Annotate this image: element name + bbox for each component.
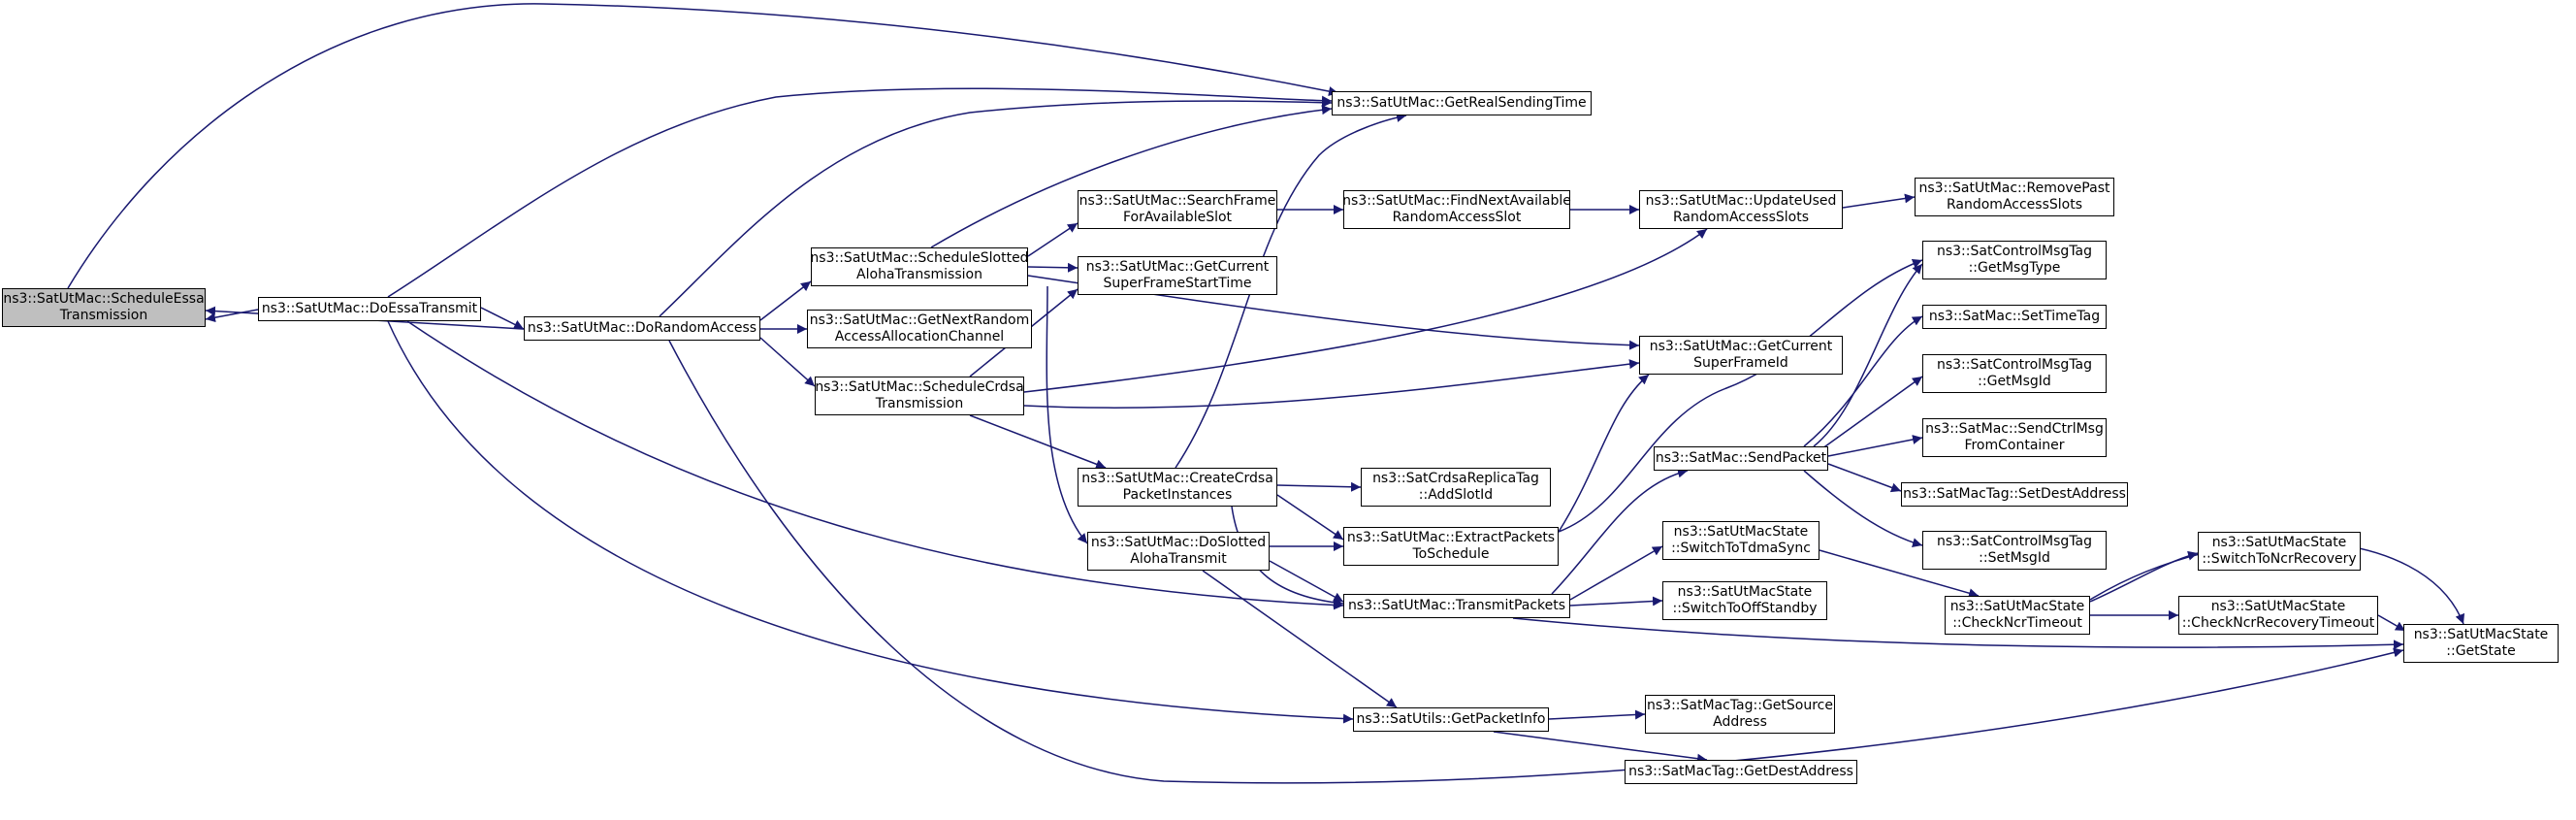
edge-n8-n12 (1027, 262, 1079, 273)
node-transmit-packets[interactable]: ns3::SatUtMac::TransmitPackets (1343, 594, 1570, 618)
node-schedule-crdsa-transmission[interactable]: ns3::SatUtMac::ScheduleCrdsa Transmissio… (815, 377, 1024, 415)
node-get-packet-info[interactable]: ns3::SatUtils::GetPacketInfo (1353, 707, 1549, 732)
edge-n6-n23 (1512, 617, 2404, 650)
node-get-real-sending-time[interactable]: ns3::SatUtMac::GetRealSendingTime (1332, 91, 1592, 115)
edge-n20-n24 (1803, 315, 1923, 447)
edge-n4-n6 (1231, 506, 1344, 607)
edge-n6-n22 (1569, 596, 1663, 607)
edge-n18-n16 (1558, 374, 1650, 533)
edge-n0-n2 (67, 3, 1339, 289)
node-update-used-random-access-slots[interactable]: ns3::SatUtMac::UpdateUsed RandomAccessSl… (1639, 190, 1843, 229)
node-remove-past-random-access-slots[interactable]: ns3::SatUtMac::RemovePast RandomAccessSl… (1915, 178, 2114, 216)
edge-n4-n2 (1175, 113, 1407, 469)
node-extract-packets-to-schedule[interactable]: ns3::SatUtMac::ExtractPackets ToSchedule (1343, 527, 1559, 566)
node-check-ncr-recovery-timeout[interactable]: ns3::SatUtMacState ::CheckNcrRecoveryTim… (2178, 596, 2378, 635)
node-send-packet[interactable]: ns3::SatMac::SendPacket (1654, 446, 1828, 471)
node-do-slotted-aloha-transmit[interactable]: ns3::SatUtMac::DoSlotted AlohaTransmit (1087, 532, 1270, 571)
edge-n8-n11 (1027, 222, 1079, 257)
edge-n1-n2 (387, 87, 1333, 298)
node-set-dest-address[interactable]: ns3::SatMacTag::SetDestAddress (1901, 482, 2128, 507)
node-search-frame-for-available-slot[interactable]: ns3::SatUtMac::SearchFrame ForAvailableS… (1078, 190, 1277, 229)
edge-n3-n2 (659, 97, 1333, 317)
node-get-current-super-frame-id[interactable]: ns3::SatUtMac::GetCurrent SuperFrameId (1639, 336, 1843, 375)
node-get-msg-type[interactable]: ns3::SatControlMsgTag ::GetMsgType (1922, 241, 2107, 279)
node-get-source-address[interactable]: ns3::SatMacTag::GetSource Address (1645, 695, 1835, 734)
node-set-msg-id[interactable]: ns3::SatControlMsgTag ::SetMsgId (1922, 531, 2107, 570)
node-do-random-access[interactable]: ns3::SatUtMac::DoRandomAccess (524, 316, 760, 341)
edge-n8-n2 (930, 105, 1333, 248)
node-add-slot-id[interactable]: ns3::SatCrdsaReplicaTag ::AddSlotId (1361, 468, 1551, 507)
edge-n4-n18 (1276, 494, 1344, 541)
edge-n7-n33 (1493, 731, 1708, 764)
edge-n1-n3 (480, 307, 525, 330)
node-get-next-random-access-allocation-channel[interactable]: ns3::SatUtMac::GetNextRandom AccessAlloc… (807, 310, 1032, 348)
edge-n6-n20 (1551, 468, 1689, 595)
edge-n7-n32 (1548, 709, 1646, 720)
edge-n1-n0 (205, 309, 259, 323)
node-get-state[interactable]: ns3::SatUtMacState ::GetState (2403, 624, 2559, 663)
node-switch-to-off-standby[interactable]: ns3::SatUtMacState ::SwitchToOffStandby (1662, 581, 1827, 620)
edge-n20-n27 (1827, 463, 1902, 493)
node-switch-to-ncr-recovery[interactable]: ns3::SatUtMacState ::SwitchToNcrRecovery (2198, 532, 2361, 571)
edge-n4-n17 (1276, 481, 1362, 492)
node-get-current-super-frame-start-time[interactable]: ns3::SatUtMac::GetCurrent SuperFrameStar… (1078, 256, 1277, 295)
edge-n3-n8 (759, 280, 812, 321)
edge-n1-n7 (387, 320, 1354, 724)
edge-n5-n7 (1202, 570, 1398, 708)
edge-n14-n15 (1842, 193, 1916, 209)
edge-n5-n6 (1269, 560, 1344, 603)
node-set-time-tag[interactable]: ns3::SatMac::SetTimeTag (1922, 305, 2107, 329)
edge-n10-n14 (1023, 228, 1708, 393)
edge-n29-n30 (2089, 550, 2199, 603)
edge-n3-n23 (668, 340, 2404, 784)
node-check-ncr-timeout[interactable]: ns3::SatUtMacState ::CheckNcrTimeout (1945, 596, 2090, 635)
edge-n6-n21 (1569, 545, 1663, 601)
edge-n10-n16 (1023, 359, 1640, 409)
edge-n20-n25 (1818, 376, 1923, 452)
edge-n20-n19 (1813, 263, 1923, 447)
edge-n31-n23 (2377, 614, 2406, 632)
node-switch-to-tdma-sync[interactable]: ns3::SatUtMacState ::SwitchToTdmaSync (1662, 521, 1819, 560)
node-do-essa-transmit[interactable]: ns3::SatUtMac::DoEssaTransmit (258, 297, 481, 321)
edge-n1-n6 (406, 320, 1344, 610)
node-find-next-available-random-access-slot[interactable]: ns3::SatUtMac::FindNextAvailable RandomA… (1342, 190, 1571, 229)
node-get-dest-address[interactable]: ns3::SatMacTag::GetDestAddress (1625, 760, 1857, 784)
edge-n10-n4 (969, 414, 1107, 470)
edge-n8-n5 (1046, 285, 1088, 544)
edge-n20-n26 (1827, 435, 1923, 457)
node-schedule-essa-transmission: ns3::SatUtMac::ScheduleEssa Transmission (2, 288, 206, 327)
edge-n21-n29 (1819, 549, 1980, 599)
edge-n20-n28 (1803, 470, 1923, 548)
node-get-msg-id[interactable]: ns3::SatControlMsgTag ::GetMsgId (1922, 354, 2107, 393)
node-create-crdsa-packet-instances[interactable]: ns3::SatUtMac::CreateCrdsa PacketInstanc… (1078, 468, 1277, 507)
node-send-ctrl-msg-from-container[interactable]: ns3::SatMac::SendCtrlMsg FromContainer (1922, 418, 2107, 457)
node-schedule-slotted-aloha-transmission[interactable]: ns3::SatUtMac::ScheduleSlotted AlohaTran… (810, 247, 1029, 286)
edge-n3-n10 (759, 337, 816, 387)
edge-n18-n19 (1558, 258, 1923, 533)
